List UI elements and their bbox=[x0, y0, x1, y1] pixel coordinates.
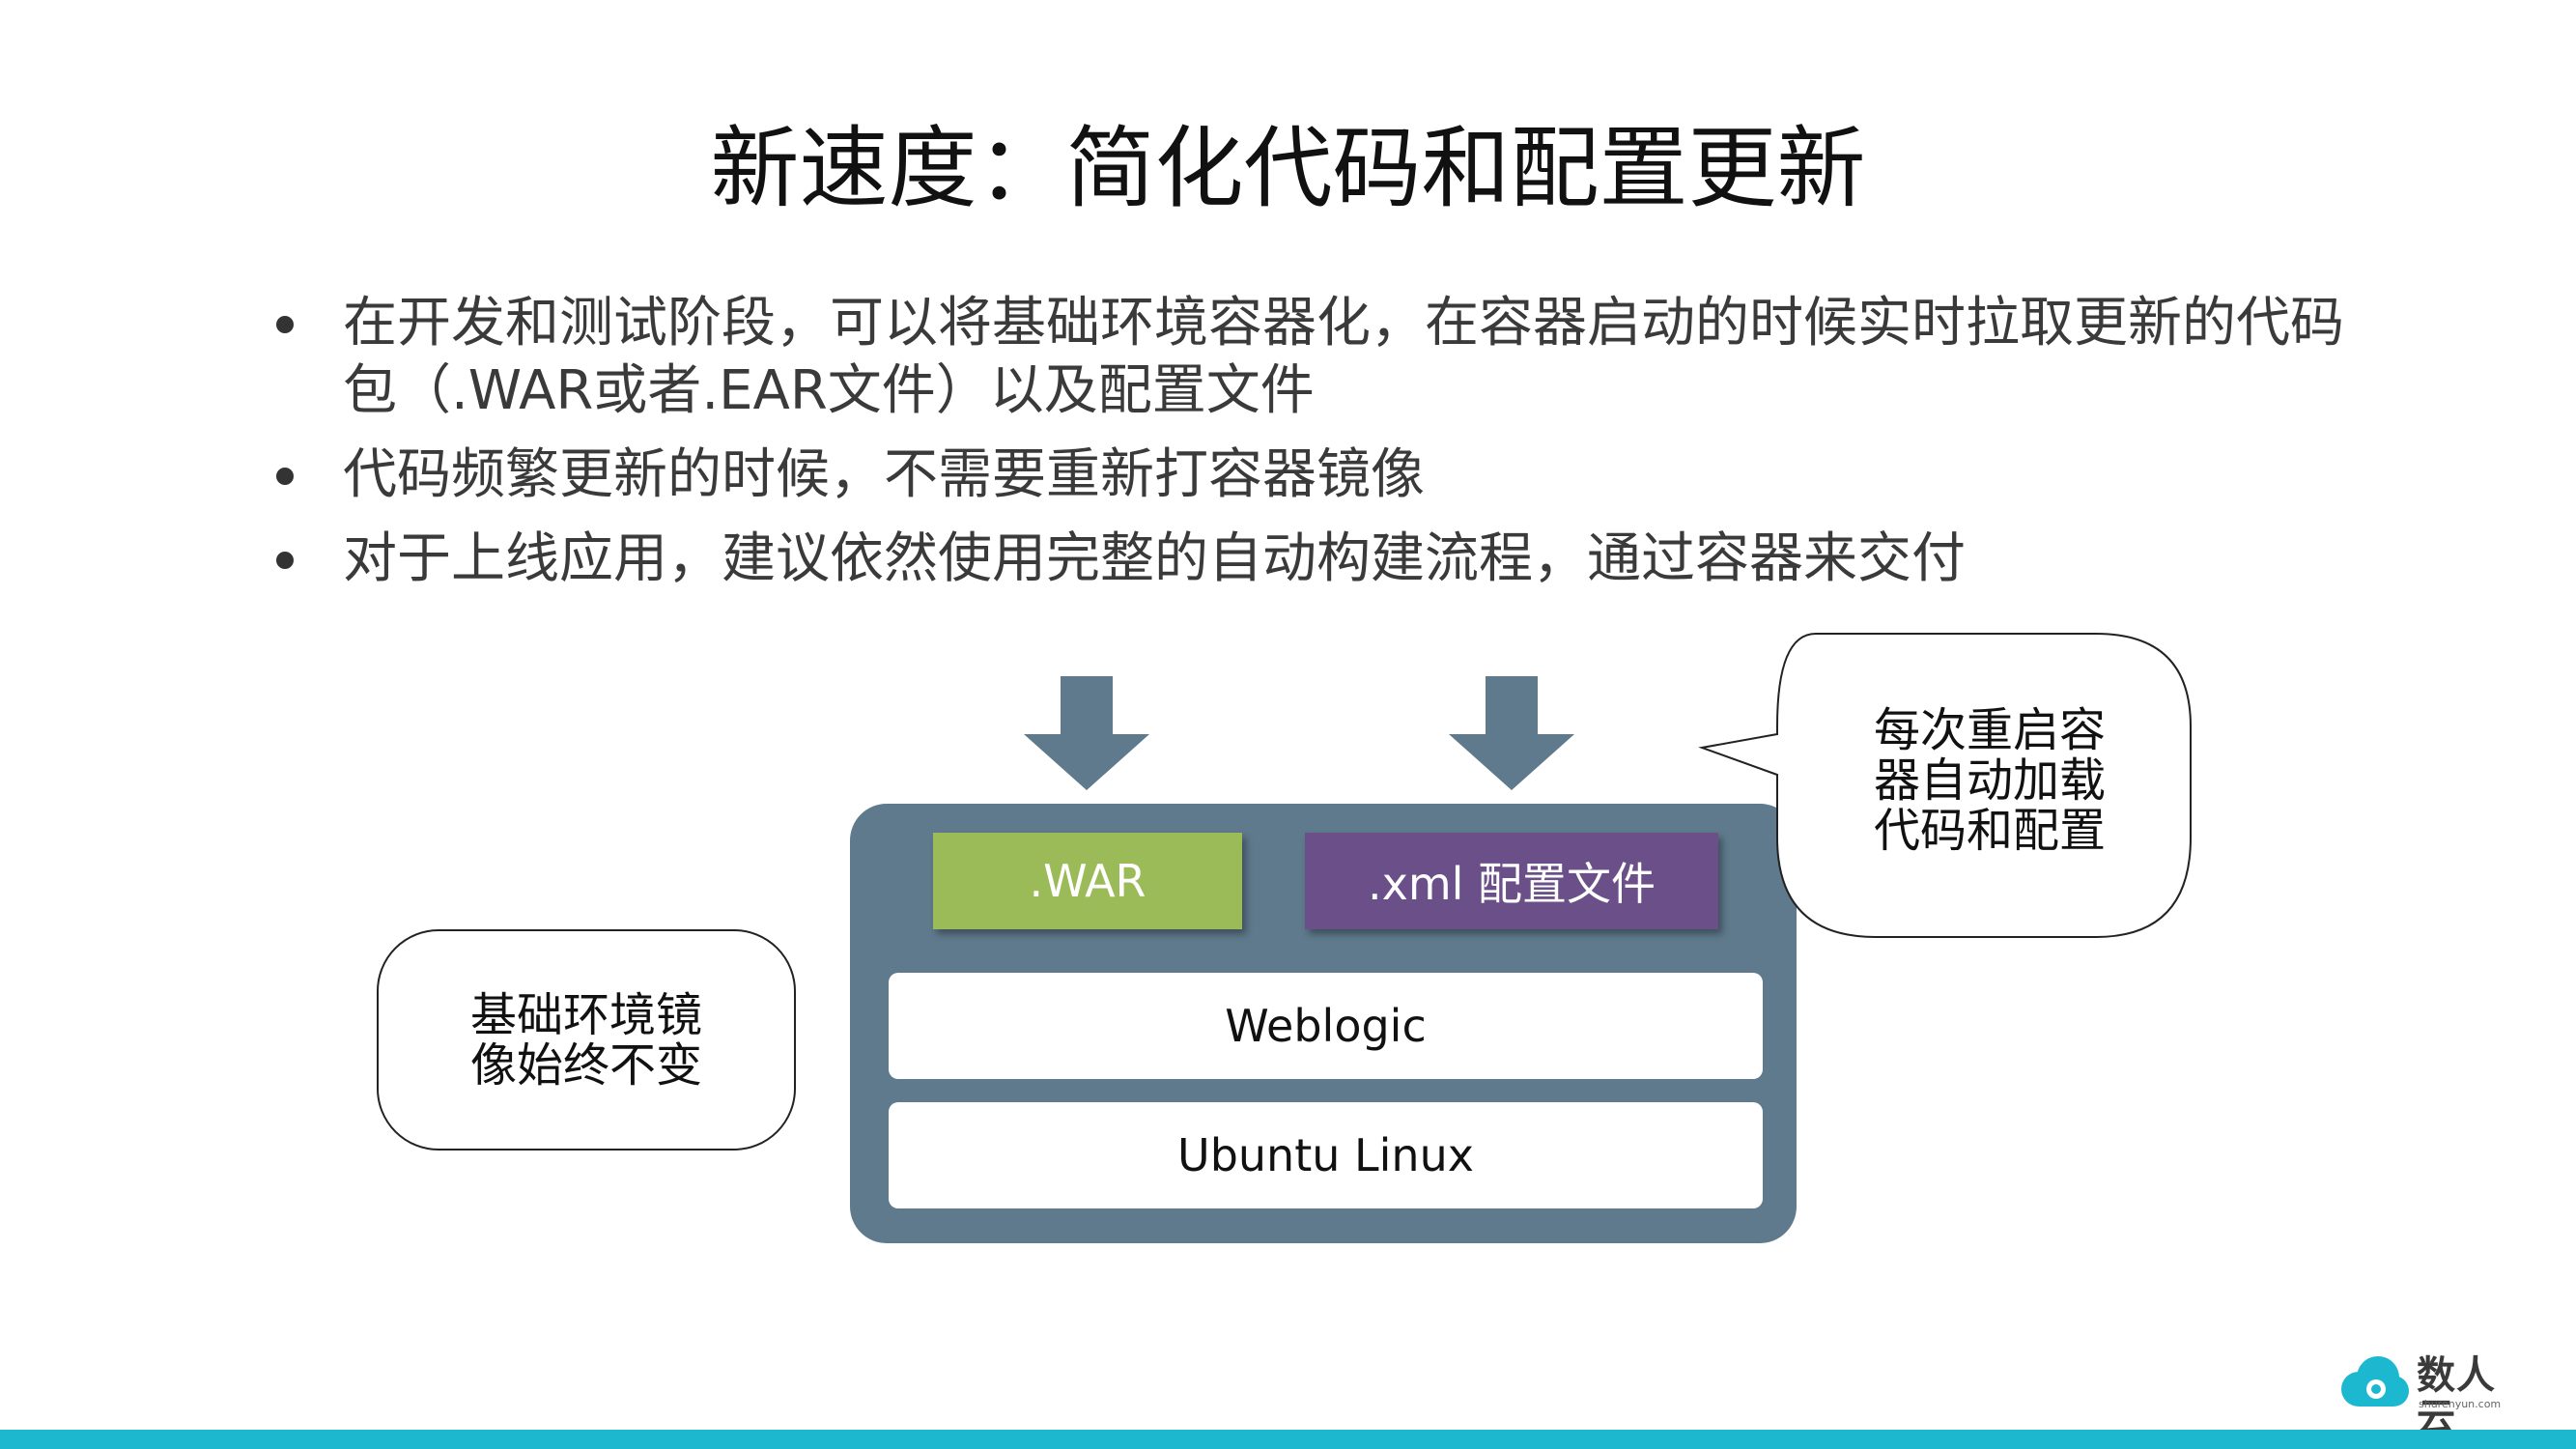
weblogic-layer: Weblogic bbox=[889, 973, 1763, 1079]
bullet-list: 在开发和测试阶段，可以将基础环境容器化，在容器启动的时候实时拉取更新的代码包（.… bbox=[270, 290, 2357, 610]
bullet-dot-icon bbox=[276, 552, 294, 569]
bullet-text: 在开发和测试阶段，可以将基础环境容器化，在容器启动的时候实时拉取更新的代码包（.… bbox=[343, 292, 2344, 422]
bullet-dot-icon bbox=[276, 316, 294, 333]
cloud-logo-icon bbox=[2341, 1356, 2409, 1406]
base-image-callout: 基础环境镜像始终不变 bbox=[377, 929, 796, 1151]
reload-callout-bubble bbox=[1698, 633, 2192, 938]
reload-callout-text: 每次重启容器自动加载代码和配置 bbox=[1873, 703, 2106, 858]
war-package: .WAR bbox=[933, 833, 1242, 929]
slide-title: 新速度：简化代码和配置更新 bbox=[710, 117, 1866, 220]
bullet-text: 对于上线应用，建议依然使用完整的自动构建流程，通过容器来交付 bbox=[343, 527, 1966, 590]
down-arrow-icon bbox=[1024, 676, 1149, 790]
company-logo: 数人云 shurenyun.com bbox=[2337, 1352, 2531, 1439]
bullet-text: 代码频繁更新的时候，不需要重新打容器镜像 bbox=[343, 443, 1425, 506]
bullet-item: 代码频繁更新的时候，不需要重新打容器镜像 bbox=[270, 441, 2357, 509]
bullet-item: 对于上线应用，建议依然使用完整的自动构建流程，通过容器来交付 bbox=[270, 526, 2357, 593]
logo-name: 数人云 bbox=[2417, 1353, 2496, 1440]
base-image-callout-text: 基础环境镜像始终不变 bbox=[469, 987, 702, 1093]
bullet-dot-icon bbox=[276, 468, 294, 485]
logo-domain: shurenyun.com bbox=[2419, 1398, 2502, 1410]
ubuntu-linux-layer: Ubuntu Linux bbox=[889, 1102, 1763, 1208]
bullet-item: 在开发和测试阶段，可以将基础环境容器化，在容器启动的时候实时拉取更新的代码包（.… bbox=[270, 290, 2357, 425]
xml-config-file: .xml 配置文件 bbox=[1305, 833, 1718, 929]
down-arrow-icon bbox=[1449, 676, 1574, 790]
footer-bar bbox=[0, 1430, 2576, 1449]
